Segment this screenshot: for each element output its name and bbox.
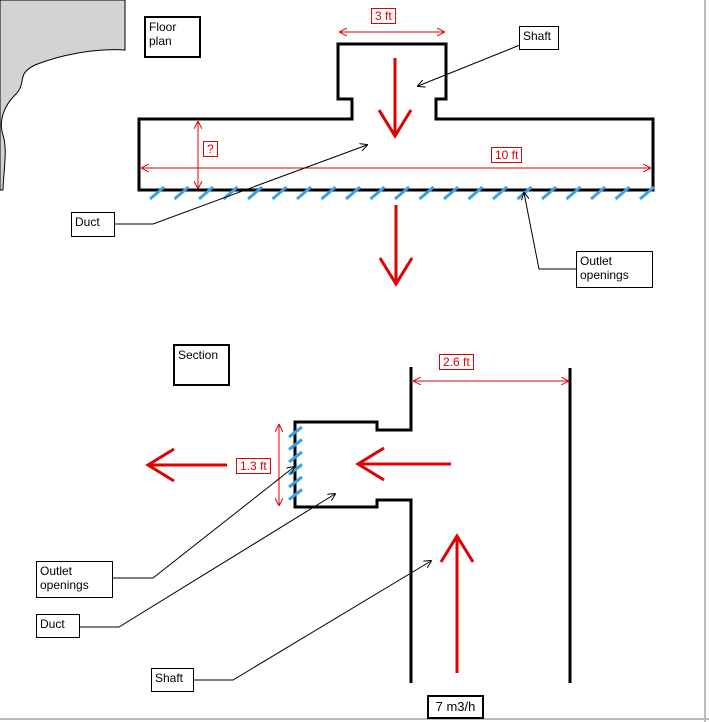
duct-callout: Duct — [71, 212, 115, 237]
outlet-hatch — [614, 185, 631, 201]
section-shaft-left-wall — [293, 367, 413, 683]
shaft-callout: Shaft — [519, 26, 559, 50]
section-duct-callout: Duct — [36, 614, 80, 638]
floor-duct-length-label: 10 ft — [491, 147, 523, 163]
outlet-hatch — [492, 185, 508, 201]
outlet-hatch — [541, 185, 557, 201]
outlet-hatch — [296, 185, 312, 201]
corner-decoration — [0, 0, 126, 191]
outlet-hatch — [288, 475, 303, 489]
section-upflow-arrow — [439, 533, 475, 673]
section-duct-height-label: 1.3 ft — [236, 458, 271, 474]
shaft-leader-line — [418, 44, 521, 86]
section-shaft-width-label: 2.6 ft — [439, 354, 474, 370]
outlet-hatch — [369, 185, 386, 201]
airflow-rate-label: 7 m3/h — [427, 695, 484, 719]
floor-outflow-arrow — [378, 205, 414, 287]
outlet-hatch — [288, 438, 303, 451]
section-outlet-openings-callout: Outlet openings — [36, 561, 113, 598]
outlet-hatch — [288, 425, 303, 439]
section-title: Section — [173, 344, 230, 386]
outlet-hatch — [198, 185, 214, 201]
duct-leader-line — [114, 145, 367, 225]
outlet-hatch — [247, 185, 263, 201]
section-outflow-arrow — [145, 447, 227, 483]
outlet-hatch — [288, 450, 303, 464]
floor-inflow-arrow — [377, 58, 413, 139]
outlet-hatch — [394, 185, 410, 201]
outlet-hatch — [149, 185, 165, 201]
floor-plan-title: Floor plan — [144, 16, 201, 58]
section-shaft-leader-line — [193, 561, 431, 681]
floor-plan-duct-outline — [137, 42, 655, 192]
outlet-hatch — [590, 185, 606, 201]
outlet-hatch — [565, 185, 582, 201]
outlet-hatch — [467, 185, 484, 201]
outlet-hatch — [418, 185, 435, 201]
outlet-openings-callout: Outlet openings — [576, 251, 653, 288]
outlet-hatch — [271, 185, 288, 201]
outlet-hatch — [173, 185, 190, 201]
outlet-hatch — [320, 185, 337, 201]
outlet-hatch — [345, 185, 361, 201]
section-duct-inflow-arrow — [355, 446, 451, 482]
section-outlet-leader-line — [113, 467, 294, 579]
outlet-hatch — [443, 185, 459, 201]
outlet-hatch — [639, 185, 655, 201]
floor-duct-depth-label: ? — [203, 141, 218, 157]
outlet-leader-line — [524, 193, 576, 270]
section-duct-leader-line — [79, 494, 335, 628]
section-shaft-callout: Shaft — [151, 668, 194, 692]
floor-shaft-width-label: 3 ft — [371, 8, 396, 24]
outlet-hatch — [288, 488, 303, 501]
section-outlet-openings — [288, 425, 303, 501]
